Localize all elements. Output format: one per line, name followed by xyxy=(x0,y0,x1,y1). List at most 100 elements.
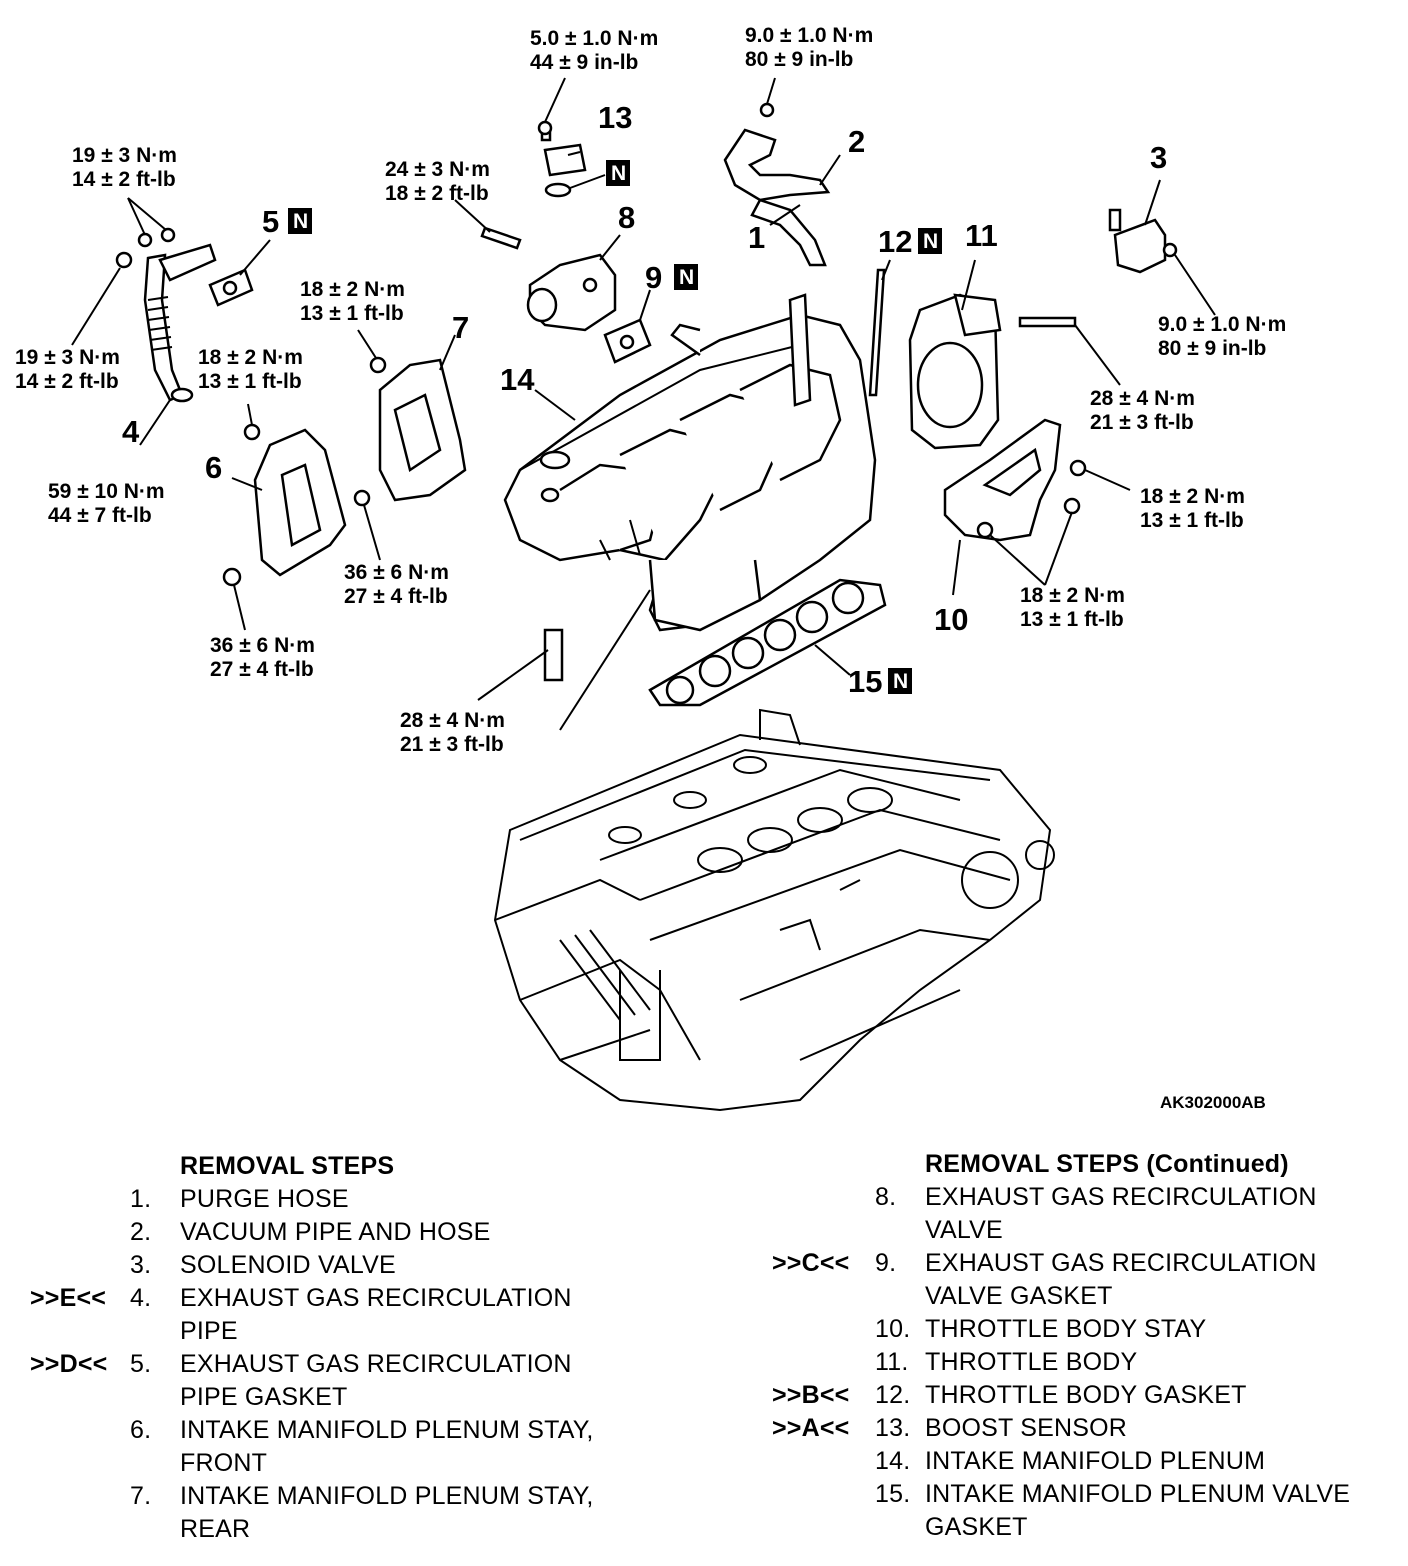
removal-step: >>A<< 13. BOOST SENSOR xyxy=(0,1412,1408,1445)
callout-10: 10 xyxy=(934,602,968,637)
callout-11: 11 xyxy=(965,218,998,253)
step-number: 7. xyxy=(130,1482,152,1510)
figure-code: AK302000AB xyxy=(1160,1093,1266,1112)
new-part-mark-13: N xyxy=(606,160,630,186)
step-number: 4. xyxy=(130,1284,152,1312)
step-text: VACUUM PIPE AND HOSE xyxy=(180,1218,491,1246)
new-part-mark-15: N xyxy=(888,668,912,694)
step-text: VALVE GASKET xyxy=(925,1282,1113,1310)
removal-step: >>B<< 12. THROTTLE BODY GASKET xyxy=(0,1379,1408,1412)
step-number: 12. xyxy=(875,1381,911,1409)
step-text: FRONT xyxy=(180,1449,268,1477)
step-text: VALVE xyxy=(925,1216,1003,1244)
step-text: INTAKE MANIFOLD PLENUM VALVE xyxy=(925,1480,1351,1508)
callout-9: 9 xyxy=(645,260,662,295)
callout-8: 8 xyxy=(618,200,635,235)
step-number: 1. xyxy=(130,1185,152,1213)
new-part-mark-12: N xyxy=(918,228,942,254)
removal-step: 6.INTAKE MANIFOLD PLENUM STAY,FRONT xyxy=(0,1414,700,1480)
callout-7: 7 xyxy=(452,310,469,345)
removal-steps-right: REMOVAL STEPS (Continued) 8. EXHAUST GAS … xyxy=(0,1148,1408,1544)
callout-numbers: 1 2 3 4 5 6 7 8 9 10 11 12 13 14 15 xyxy=(122,100,1167,699)
callout-3: 3 xyxy=(1150,140,1167,175)
vacuum-pipe-hose xyxy=(723,128,831,202)
egr-pipe xyxy=(143,243,217,403)
step-text: PIPE GASKET xyxy=(180,1383,348,1411)
throttle-body xyxy=(908,293,1002,450)
step-text: BOOST SENSOR xyxy=(925,1414,1127,1442)
svg-text:N: N xyxy=(679,266,694,289)
callout-5: 5 xyxy=(262,204,279,239)
step-text: INTAKE MANIFOLD PLENUM STAY, xyxy=(180,1482,594,1510)
plenum-gasket xyxy=(648,578,887,707)
removal-step: 10.THROTTLE BODY STAY xyxy=(0,1313,1408,1346)
plenum-stay-front xyxy=(253,428,347,577)
step-text: INTAKE MANIFOLD PLENUM xyxy=(925,1447,1266,1475)
leader-lines xyxy=(71,77,1216,731)
callout-6: 6 xyxy=(205,450,222,485)
throttle-body-stay xyxy=(943,418,1062,542)
removal-steps-continued-title: REMOVAL STEPS (Continued) xyxy=(925,1150,1289,1178)
step-number: 13. xyxy=(875,1414,911,1442)
callout-14: 14 xyxy=(500,362,535,397)
step-number: 14. xyxy=(875,1447,911,1475)
callout-13: 13 xyxy=(598,100,632,135)
removal-step: 7.INTAKE MANIFOLD PLENUM STAY,REAR xyxy=(0,1480,700,1546)
step-text: EXHAUST GAS RECIRCULATION xyxy=(925,1249,1317,1277)
svg-text:N: N xyxy=(611,162,626,185)
engine-block xyxy=(493,708,1055,1112)
step-text: GASKET xyxy=(925,1513,1028,1541)
step-text: PURGE HOSE xyxy=(180,1185,349,1213)
step-mark: >>B<< xyxy=(772,1381,850,1409)
step-mark: >>A<< xyxy=(772,1414,850,1442)
step-text: THROTTLE BODY GASKET xyxy=(925,1381,1247,1409)
removal-step: 1. PURGE HOSE xyxy=(0,1183,700,1216)
step-mark: >>C<< xyxy=(772,1249,850,1277)
step-text: SOLENOID VALVE xyxy=(180,1251,396,1279)
step-text: EXHAUST GAS RECIRCULATION xyxy=(180,1284,572,1312)
callout-1: 1 xyxy=(748,220,765,255)
egr-valve-gasket xyxy=(603,318,652,364)
purge-hose xyxy=(750,198,827,267)
step-number: 11. xyxy=(875,1348,909,1376)
egr-valve xyxy=(526,253,617,332)
svg-text:N: N xyxy=(923,230,938,253)
step-text: THROTTLE BODY xyxy=(925,1348,1138,1376)
step-mark: >>D<< xyxy=(30,1350,108,1378)
svg-text:N: N xyxy=(293,210,308,233)
step-mark: >>E<< xyxy=(30,1284,107,1312)
new-part-mark-9: N xyxy=(674,264,698,290)
step-text: PIPE xyxy=(180,1317,238,1345)
removal-step: 11. THROTTLE BODY xyxy=(0,1346,1408,1379)
removal-step: 8. EXHAUST GAS RECIRCULATION VALVE xyxy=(0,1181,1408,1247)
step-number: 10. xyxy=(875,1315,911,1343)
removal-steps-title: REMOVAL STEPS xyxy=(180,1152,395,1180)
intake-manifold-plenum xyxy=(503,293,877,632)
step-number: 8. xyxy=(875,1183,897,1211)
egr-pipe-gasket xyxy=(208,268,254,307)
step-number: 6. xyxy=(130,1416,152,1444)
bolts xyxy=(115,102,1178,682)
step-text: EXHAUST GAS RECIRCULATION xyxy=(925,1183,1317,1211)
removal-step: 14. INTAKE MANIFOLD PLENUM xyxy=(0,1445,1408,1478)
callout-2: 2 xyxy=(848,124,865,159)
throttle-body-gasket xyxy=(868,268,886,397)
step-number: 5. xyxy=(130,1350,152,1378)
solenoid-valve xyxy=(1108,208,1167,274)
removal-step: >>E<< 4. EXHAUST GAS RECIRCULATION PIPE xyxy=(0,1282,700,1348)
svg-text:N: N xyxy=(893,670,908,693)
